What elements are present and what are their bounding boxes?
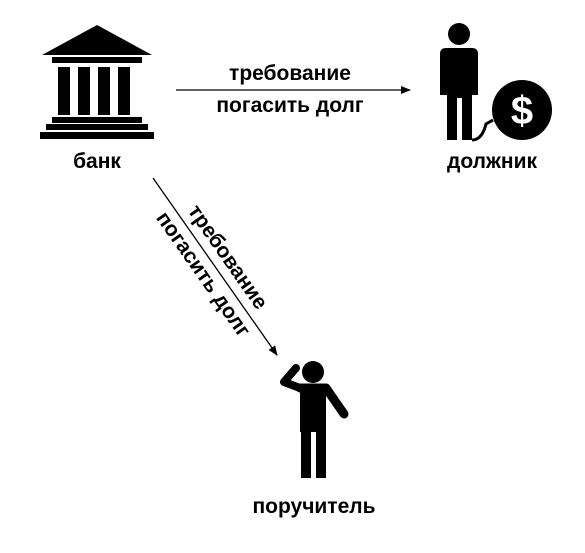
- bank-building-icon: [40, 25, 154, 139]
- guarantor-label: поручитель: [252, 495, 375, 518]
- confused-person-icon: [280, 361, 349, 478]
- bank-to-debtor-label-line2: погасить долг: [216, 94, 364, 117]
- bank-label: банк: [73, 150, 121, 173]
- person-with-dollar-ball-icon: $: [440, 23, 552, 142]
- svg-text:$: $: [511, 89, 533, 133]
- debtor-label: должник: [447, 150, 537, 173]
- bank-to-debtor-label-line1: требование: [229, 62, 351, 85]
- bank-to-guarantor-arrow: [152, 177, 278, 356]
